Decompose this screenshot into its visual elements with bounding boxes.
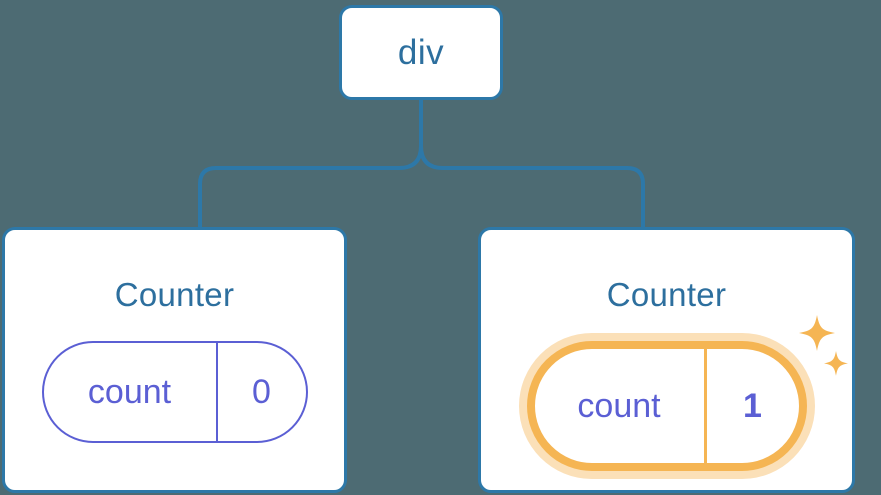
state-pill-left[interactable]: count 0	[41, 341, 308, 443]
state-value-label: 0	[252, 373, 271, 411]
state-pill-right-key-cell: count	[535, 349, 707, 463]
node-counter-right-title: Counter	[606, 276, 727, 313]
state-key-label: count	[87, 373, 172, 411]
state-key-label: count	[577, 387, 661, 425]
state-pill-wrap-left: count 0	[41, 341, 308, 443]
sparkle-small-icon	[823, 351, 848, 376]
node-counter-left-title: Counter	[114, 276, 235, 313]
sparkle-icon	[798, 315, 835, 351]
state-pill-left-value-cell: 0	[218, 343, 306, 441]
connector-left	[198, 144, 423, 229]
state-pill-wrap-right: count 1	[526, 315, 848, 471]
node-div-label: div	[397, 33, 445, 72]
connector-right	[419, 144, 645, 229]
state-pill-left-key-cell: count	[44, 343, 218, 441]
state-value-label: 1	[743, 387, 762, 425]
state-pill-right-value-cell: 1	[707, 349, 799, 463]
node-counter-right[interactable]: Counter count 1	[478, 227, 855, 493]
state-pill-right[interactable]: count 1	[526, 341, 807, 471]
node-div[interactable]: div	[339, 5, 503, 100]
node-counter-left[interactable]: Counter count 0	[2, 227, 347, 493]
